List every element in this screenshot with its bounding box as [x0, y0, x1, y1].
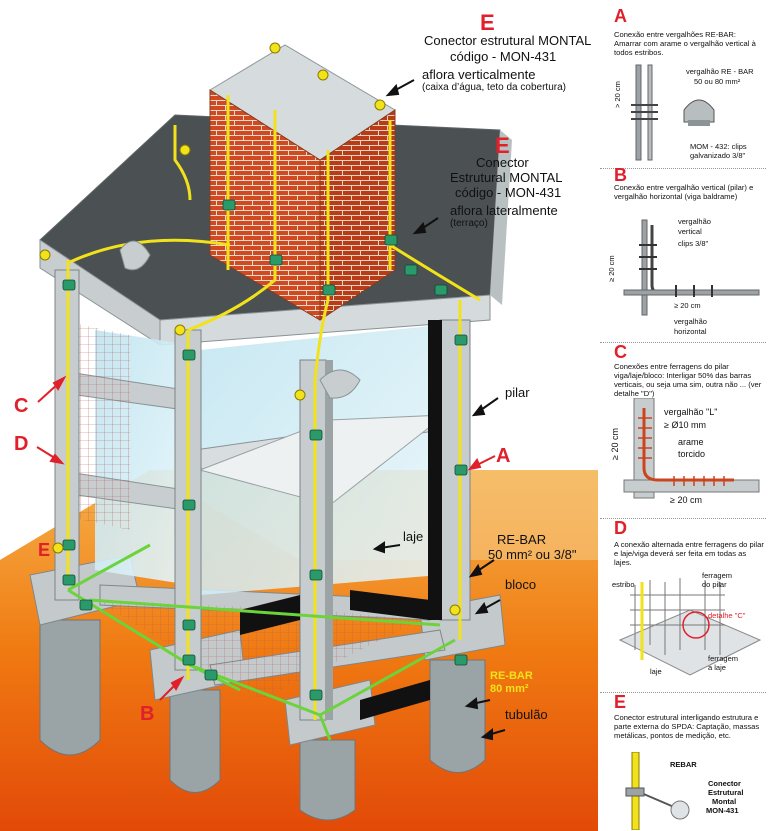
clip-markers — [62, 199, 468, 701]
aflora-lateral-line2: (terraço) — [450, 218, 488, 229]
label-E-mid-line3: código - MON-431 — [455, 185, 562, 200]
panel-D-ferr-laje1: ferragem — [708, 654, 739, 663]
detail-sidebar: A Conexão entre vergalhões RE-BAR: Amarr… — [598, 0, 768, 831]
panel-C-letter: C — [614, 342, 627, 362]
label-pilar: pilar — [505, 385, 530, 400]
panel-D-ferr-pilar2: do pilar — [702, 580, 727, 589]
panel-E-con1: Conector — [708, 779, 741, 788]
panel-C-l3: arame — [678, 437, 704, 447]
panel-B-illustration — [623, 219, 760, 316]
panel-A-label2: 50 ou 80 mm² — [694, 77, 741, 86]
piles — [39, 619, 486, 821]
panel-A-label4: galvanizado 3/8" — [690, 151, 746, 160]
label-E-mid-line2: Estrutural MONTAL — [450, 170, 563, 185]
panel-D-illustration — [618, 578, 762, 676]
panel-B-horiz2: horizontal — [674, 327, 707, 336]
connector-markers — [39, 144, 461, 616]
label-E-mid-letter: E — [495, 133, 510, 158]
marker-B: B — [140, 703, 155, 725]
panel-E-illustration — [625, 752, 690, 830]
aflora-vertical-line1: aflora verticalmente — [422, 67, 536, 82]
panel-D-ferr-laje2: a laje — [708, 663, 726, 672]
panel-B-letter: B — [614, 165, 627, 185]
panel-B-vert1: vergalhão — [678, 217, 711, 226]
panel-C-dim1: ≥ 20 cm — [610, 428, 620, 460]
label-E-top-line2: código - MON-431 — [450, 49, 557, 64]
panel-E-rebar: REBAR — [670, 760, 697, 769]
panel-E-con3: Montal — [712, 797, 737, 806]
panel-A-dim: > 20 cm — [613, 81, 622, 108]
marker-C: C — [14, 395, 29, 417]
label-laje: laje — [403, 529, 424, 544]
panel-B-vert2: vertical — [678, 227, 702, 236]
column-shadow — [428, 320, 442, 620]
panel-E-con4: MON-431 — [706, 806, 739, 815]
panel-A-illustration — [631, 64, 715, 161]
panel-D-letter: D — [614, 518, 627, 538]
panel-D-detalhe: detalhe "C" — [708, 611, 746, 620]
panel-C-l2: ≥ Ø10 mm — [664, 420, 706, 430]
panel-A-label3: MOM - 432: clips — [690, 142, 747, 151]
label-bloco: bloco — [505, 577, 537, 592]
panel-E-con2: Estrutural — [708, 788, 744, 797]
tank-side — [319, 109, 396, 321]
panel-C-illustration — [623, 398, 760, 499]
panel-A-text: Conexão entre vergalhões RE-BAR: Amarrar… — [614, 30, 756, 58]
panel-B-text: Conexão entre vergalhão vertical (pilar)… — [614, 183, 754, 202]
aflora-vertical-line2: (caixa d’água, teto da cobertura) — [422, 82, 566, 93]
panel-C-dim2: ≥ 20 cm — [670, 495, 702, 505]
label-E-top-letter: E — [480, 10, 495, 35]
panel-D-text: A conexão alternada entre ferragens do p… — [614, 540, 764, 568]
label-E-mid-line1: Conector — [476, 155, 529, 170]
panel-C-l4: torcido — [678, 449, 706, 459]
panel-A-letter: A — [614, 6, 627, 26]
panel-B-clips: clips 3/8" — [678, 239, 709, 248]
panel-D-laje: laje — [650, 667, 662, 676]
label-rebar2-size: 80 mm² — [490, 683, 529, 695]
panel-B-horiz1: vergalhão — [674, 317, 707, 326]
label-E-top-line1: Conector estrutural MONTAL — [424, 33, 592, 48]
panel-E-text: Conector estrutural interligando estrutu… — [614, 713, 760, 741]
marker-A: A — [496, 445, 511, 467]
marker-E: E — [38, 540, 51, 560]
aflora-lateral-line1: aflora lateralmente — [450, 203, 558, 218]
panel-D-estribo: estribo — [612, 580, 635, 589]
label-rebar1-size: 50 mm² ou 3/8" — [488, 547, 577, 562]
label-tubulao: tubulão — [505, 707, 548, 722]
pointer-arrows — [372, 79, 506, 741]
structure-illustration — [0, 42, 598, 831]
label-rebar2: RE-BAR — [490, 670, 533, 682]
panel-C-text: Conexões entre ferragens do pilar viga/l… — [614, 362, 762, 399]
panel-E-letter: E — [614, 692, 627, 712]
panel-A-label1: vergalhão RE - BAR — [686, 67, 754, 76]
panel-C-l1: vergalhão "L" — [664, 407, 718, 417]
panel-B-dim2: ≥ 20 cm — [674, 301, 701, 310]
panel-B-dim1: ≥ 20 cm — [607, 255, 616, 282]
panel-D-ferr-pilar1: ferragem — [702, 571, 733, 580]
label-rebar1: RE-BAR — [497, 532, 547, 547]
marker-D: D — [14, 433, 29, 455]
